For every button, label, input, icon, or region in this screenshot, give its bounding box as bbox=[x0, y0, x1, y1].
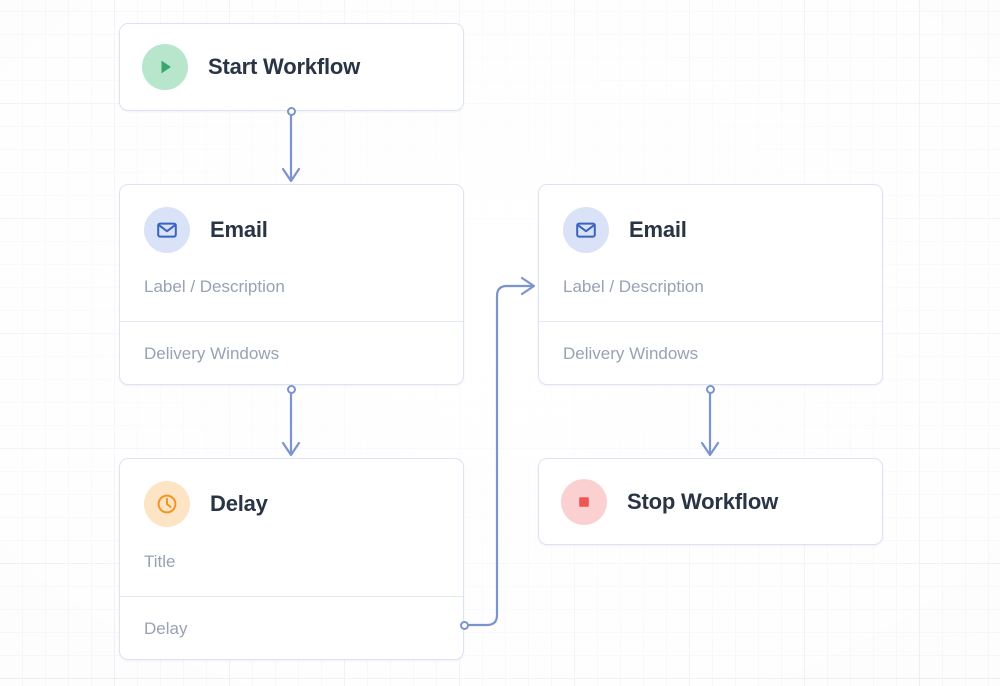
edge-email-left-to-delay bbox=[281, 387, 301, 457]
node-title: Email bbox=[629, 217, 687, 242]
field-label-description[interactable]: Label / Description bbox=[144, 277, 285, 296]
field-label-description[interactable]: Label / Description bbox=[563, 277, 704, 296]
node-header: Start Workflow bbox=[120, 24, 463, 110]
field-title[interactable]: Title bbox=[144, 551, 176, 571]
edge-email-right-to-stop bbox=[700, 387, 720, 457]
play-icon bbox=[142, 44, 188, 90]
node-header: Email bbox=[120, 185, 463, 253]
handle-email-left-source[interactable] bbox=[286, 384, 296, 394]
node-stop-workflow[interactable]: Stop Workflow bbox=[538, 458, 883, 545]
node-delay[interactable]: Delay Title Delay bbox=[119, 458, 464, 660]
envelope-icon bbox=[563, 207, 609, 253]
node-header: Delay bbox=[120, 459, 463, 527]
handle-delay-source[interactable] bbox=[460, 620, 469, 630]
edge-start-to-email-left bbox=[281, 109, 301, 183]
field-delivery-windows[interactable]: Delivery Windows bbox=[539, 321, 882, 386]
node-title: Email bbox=[210, 217, 268, 242]
clock-icon bbox=[144, 481, 190, 527]
node-title: Delay bbox=[210, 491, 268, 516]
node-header: Email bbox=[539, 185, 882, 253]
field-delivery-windows[interactable]: Delivery Windows bbox=[120, 321, 463, 386]
edge-delay-to-email-right bbox=[467, 276, 536, 627]
node-email-left[interactable]: Email Label / Description Delivery Windo… bbox=[119, 184, 464, 385]
handle-start-source[interactable] bbox=[286, 106, 296, 116]
envelope-icon bbox=[144, 207, 190, 253]
node-title: Start Workflow bbox=[208, 54, 361, 79]
node-start-workflow[interactable]: Start Workflow bbox=[119, 23, 464, 111]
node-email-right[interactable]: Email Label / Description Delivery Windo… bbox=[538, 184, 883, 385]
node-header: Stop Workflow bbox=[539, 459, 882, 544]
handle-email-right-source[interactable] bbox=[705, 384, 715, 394]
stop-square-icon bbox=[561, 478, 607, 525]
field-delay[interactable]: Delay bbox=[120, 596, 463, 661]
node-title: Stop Workflow bbox=[627, 488, 778, 514]
